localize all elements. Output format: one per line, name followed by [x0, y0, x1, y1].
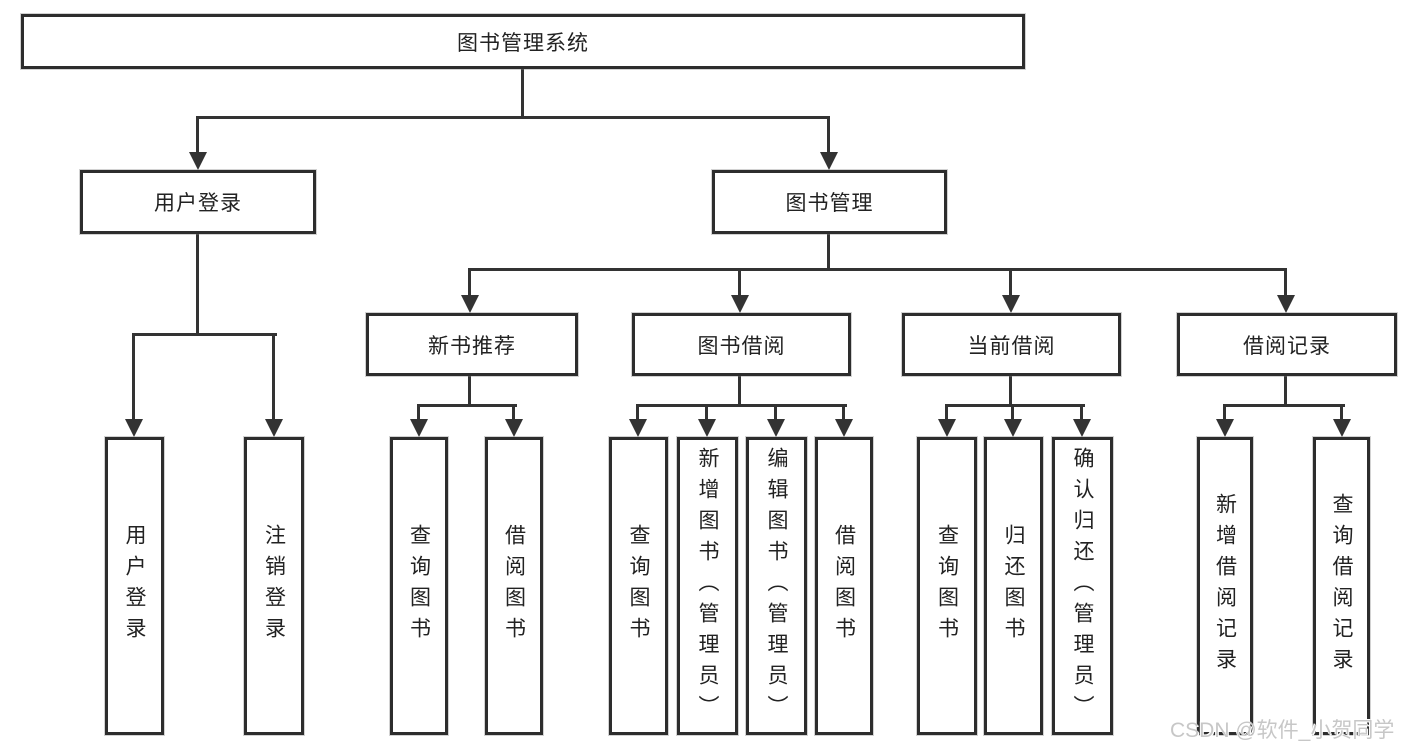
- node-cb-confirm-return-admin: 确认归还（管理员）: [1052, 437, 1113, 735]
- node-leaf-user-login: 用户登录: [105, 437, 164, 735]
- node-leaf-logout: 注销登录: [244, 437, 304, 735]
- connector-line: [132, 335, 135, 422]
- connector-line: [1340, 406, 1343, 422]
- node-cb-query-books: 查询图书: [917, 437, 977, 735]
- connector-line: [842, 406, 845, 422]
- connector-line: [827, 118, 830, 156]
- node-library-system: 图书管理系统: [21, 14, 1025, 69]
- connector-line: [417, 406, 420, 422]
- connector-line: [1011, 406, 1014, 422]
- connector-line: [468, 268, 1287, 271]
- node-label: 当前借阅: [967, 334, 1056, 358]
- arrowhead-icon: [505, 419, 523, 437]
- connector-line: [774, 406, 777, 422]
- connector-line: [738, 376, 741, 407]
- arrowhead-icon: [461, 295, 479, 313]
- node-label: 图书管理: [785, 192, 874, 215]
- node-br-query-record: 查询借阅记录: [1313, 437, 1370, 735]
- node-bb-add-books-admin: 新增图书（管理员）: [677, 437, 738, 735]
- node-label: 归还图书: [1002, 524, 1025, 648]
- node-label: 查询图书: [627, 524, 650, 648]
- connector-line: [1284, 376, 1287, 407]
- arrowhead-icon: [1277, 295, 1295, 313]
- node-label: 图书管理系统: [457, 31, 589, 55]
- node-nb-borrow-books: 借阅图书: [485, 437, 543, 735]
- node-label: 查询借阅记录: [1330, 493, 1353, 679]
- arrowhead-icon: [265, 419, 283, 437]
- node-label: 查询图书: [407, 524, 431, 648]
- node-label: 新增图书（管理员）: [696, 446, 719, 726]
- arrowhead-icon: [189, 152, 207, 170]
- connector-line: [468, 376, 471, 407]
- connector-line: [468, 270, 471, 298]
- arrowhead-icon: [1216, 419, 1234, 437]
- connector-line: [636, 404, 847, 407]
- node-borrowing-records: 借阅记录: [1177, 313, 1397, 376]
- node-nb-query-books: 查询图书: [390, 437, 448, 735]
- node-bb-borrow-books: 借阅图书: [815, 437, 873, 735]
- node-label: 编辑图书（管理员）: [765, 446, 788, 726]
- arrowhead-icon: [125, 419, 143, 437]
- connector-line: [196, 116, 830, 119]
- node-current-borrowing: 当前借阅: [902, 313, 1121, 376]
- connector-line: [1009, 376, 1012, 407]
- arrowhead-icon: [731, 295, 749, 313]
- node-user-login: 用户登录: [80, 170, 316, 234]
- connector-line: [945, 406, 948, 422]
- arrowhead-icon: [410, 419, 428, 437]
- connector-line: [1223, 404, 1345, 407]
- node-bb-edit-books-admin: 编辑图书（管理员）: [746, 437, 807, 735]
- node-label: 借阅图书: [502, 524, 526, 648]
- connector-line: [196, 233, 199, 336]
- arrowhead-icon: [1073, 419, 1091, 437]
- arrowhead-icon: [1002, 295, 1020, 313]
- connector-line: [417, 404, 517, 407]
- connector-line: [827, 233, 830, 271]
- arrowhead-icon: [1004, 419, 1022, 437]
- watermark: CSDN @软件_小贺同学: [1170, 719, 1395, 742]
- node-label: 查询图书: [935, 524, 959, 648]
- arrowhead-icon: [835, 419, 853, 437]
- node-br-add-record: 新增借阅记录: [1197, 437, 1253, 735]
- connector-line: [1009, 270, 1012, 298]
- node-label: 用户登录: [154, 192, 242, 215]
- node-book-management: 图书管理: [712, 170, 947, 234]
- node-label: 借阅记录: [1243, 334, 1331, 358]
- connector-line: [196, 118, 199, 156]
- connector-line: [738, 270, 741, 298]
- connector-line: [512, 406, 515, 422]
- node-book-borrowing: 图书借阅: [632, 313, 851, 376]
- node-label: 用户登录: [123, 524, 146, 648]
- node-cb-return-books: 归还图书: [984, 437, 1043, 735]
- node-label: 新书推荐: [428, 334, 516, 358]
- node-label: 借阅图书: [832, 524, 856, 648]
- connector-line: [521, 67, 524, 119]
- arrowhead-icon: [938, 419, 956, 437]
- node-new-book-recommend: 新书推荐: [366, 313, 578, 376]
- node-label: 确认归还（管理员）: [1071, 446, 1094, 726]
- connector-line: [945, 404, 1085, 407]
- connector-line: [1223, 406, 1226, 422]
- connector-line: [705, 406, 708, 422]
- connector-line: [1284, 270, 1287, 298]
- arrowhead-icon: [698, 419, 716, 437]
- connector-line: [132, 333, 277, 336]
- arrowhead-icon: [767, 419, 785, 437]
- arrowhead-icon: [629, 419, 647, 437]
- connector-line: [636, 406, 639, 422]
- connector-line: [272, 335, 275, 422]
- node-label: 注销登录: [262, 524, 286, 648]
- node-bb-query-books: 查询图书: [609, 437, 668, 735]
- node-label: 图书借阅: [697, 334, 786, 358]
- arrowhead-icon: [820, 152, 838, 170]
- connector-line: [1080, 406, 1083, 422]
- arrowhead-icon: [1333, 419, 1351, 437]
- node-label: 新增借阅记录: [1213, 493, 1237, 679]
